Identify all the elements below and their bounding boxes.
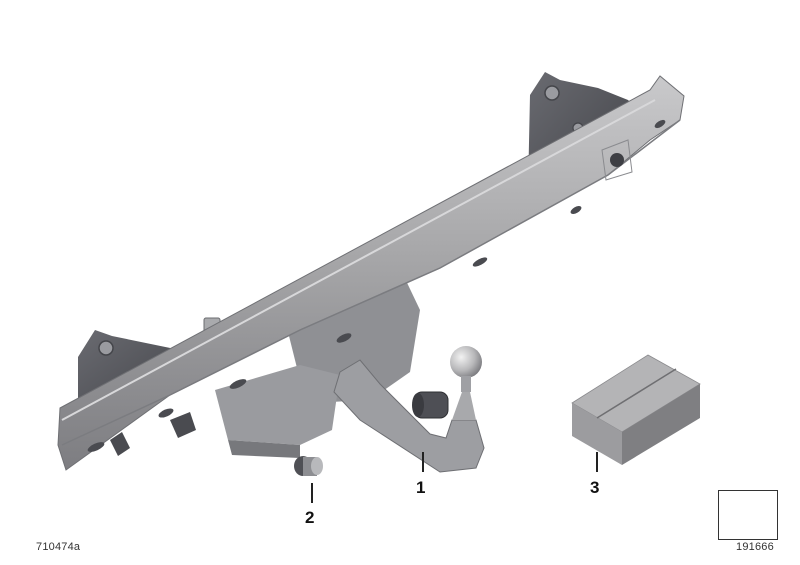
callout-3-leader <box>596 452 598 472</box>
nav-box[interactable] <box>718 490 778 540</box>
crossbar <box>57 75 685 471</box>
callout-3[interactable]: 3 <box>590 478 600 497</box>
nav-id: 191666 <box>736 541 774 553</box>
plug-cap <box>294 456 323 476</box>
callout-1[interactable]: 1 <box>416 478 426 497</box>
drawing-id: 710474a <box>36 541 81 553</box>
callout-1-leader <box>422 452 424 472</box>
callout-2-leader <box>311 483 313 503</box>
parts-kit-box <box>571 354 701 465</box>
tow-ball-arm <box>333 346 485 473</box>
callout-2[interactable]: 2 <box>305 508 315 527</box>
